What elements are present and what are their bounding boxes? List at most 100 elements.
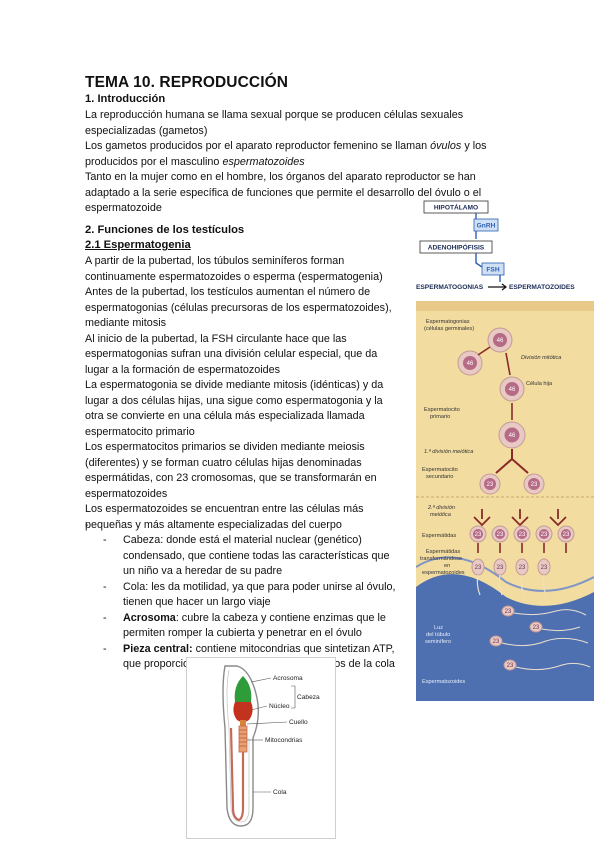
- label-primario: primario: [430, 414, 450, 420]
- list-item-line: Acrosoma: cubre la cabeza y contiene enz…: [123, 611, 403, 627]
- label-transf-3: en: [444, 563, 450, 569]
- chromosome-count: 23: [487, 482, 494, 488]
- cell-transformandose: 23: [493, 558, 507, 596]
- acrosome-shape: [234, 676, 252, 702]
- list-item-line: Cola: les da motilidad, ya que para pode…: [123, 580, 396, 593]
- chromosome-count: 23: [497, 565, 504, 571]
- sperm-parts-list: Cabeza: donde está el material nuclear (…: [103, 533, 403, 673]
- list-item-line: Pieza central: contiene mitocondrias que…: [123, 642, 403, 658]
- text-run-italic: óvulos: [430, 140, 462, 152]
- chromosome-count: 46: [509, 433, 516, 439]
- label-primera-division: 1.ª división meiótica: [424, 448, 473, 455]
- hipotalamo-box: [423, 200, 489, 214]
- tail-shape: [229, 727, 245, 822]
- spermatogenesis-figure: HIPOTÁLAMO GnRH ADENOHIPÓFISIS FSH ESPER…: [416, 197, 594, 715]
- gnrh-box: [473, 218, 499, 232]
- chromosome-count: 23: [475, 532, 482, 538]
- list-item-line: un niño va a heredar de su padre: [123, 565, 283, 577]
- intro-line: producidos por el masculino espermatozoi…: [85, 155, 305, 171]
- chromosome-count: 23: [519, 532, 526, 538]
- cell-espermatogonia: 46: [457, 350, 483, 376]
- cell-espermatocito-secundario: 23: [523, 473, 545, 495]
- sperm-anatomy-figure: Acrosoma Cabeza Núcleo Cuello Mitocondri…: [186, 657, 336, 839]
- body-line: lugar a dos células hijas, una sigue com…: [85, 394, 383, 407]
- body-line: pequeñas y más altamente especializadas …: [85, 518, 342, 531]
- list-item: Cabeza: donde está el material nuclear (…: [103, 533, 403, 580]
- fsh-label: FSH: [486, 267, 499, 274]
- list-item-text: : cubre la cabeza y contiene enzimas que…: [175, 611, 386, 624]
- label-secundario: secundario: [426, 474, 453, 480]
- chromosome-count: 23: [531, 482, 538, 488]
- cell-transformandose: 23: [515, 558, 529, 596]
- cell-espermatida: 23: [557, 525, 575, 543]
- body-line: Antes de la pubertad, los testículos aum…: [85, 286, 371, 298]
- label-cabeza: Cabeza: [297, 694, 320, 701]
- chromosome-count: 23: [497, 532, 504, 538]
- list-item-line: Cabeza: donde está el material nuclear (…: [123, 534, 362, 546]
- label-espermatogonias: Espermatogonias: [426, 319, 470, 325]
- body-line: espermatogonias sufran una división celu…: [85, 348, 378, 360]
- intro-line: Tanto en la mujer como en el hombre, los…: [85, 171, 476, 183]
- espermatozoides-heading: ESPERMATOZOIDES: [509, 284, 575, 291]
- chromosome-count: 23: [519, 565, 526, 571]
- fsh-box: [481, 262, 505, 276]
- chromosome-count: 46: [467, 361, 474, 367]
- list-item-line: permiten romper la cubierta y penetrar e…: [123, 627, 362, 639]
- section-1-heading: 1. Introducción: [85, 93, 166, 105]
- cell-transformandose: 23: [471, 558, 485, 596]
- list-item: Cola: les da motilidad, ya que para pode…: [103, 580, 403, 611]
- bracket-line: [291, 685, 296, 709]
- espermatozoide: 23: [503, 659, 591, 671]
- label-espermatocito: Espermatocito: [424, 407, 460, 413]
- label-segunda-division-b: meiótica: [430, 512, 451, 518]
- intro-line: especializadas (gametos): [85, 124, 208, 137]
- spermatogenesis-diagram: HIPOTÁLAMO GnRH ADENOHIPÓFISIS FSH ESPER…: [416, 200, 594, 701]
- body-line: espermatogonias (células precursoras de …: [85, 301, 392, 314]
- cell-espermatocito-primario: 46: [498, 421, 526, 449]
- membrane-outline: [222, 665, 260, 827]
- label-luz-3: seminífero: [425, 639, 451, 645]
- body-line: Los espermatocitos primarios se dividen …: [85, 441, 365, 453]
- subsection-heading: 2.1 Espermatogenia: [85, 239, 191, 251]
- label-espermatozoides: Espermatozoides: [422, 679, 465, 685]
- section-2-heading: 2. Funciones de los testículos: [85, 224, 245, 236]
- body-line: espermatocito primario: [85, 425, 195, 438]
- espermatozoide: 23: [489, 635, 589, 647]
- list-intro: pequeñas y más altamente especializadas …: [85, 518, 403, 534]
- cell-espermatogonia: 46: [487, 327, 513, 353]
- inner-outline: [226, 669, 250, 823]
- label-division-mitotica: División mitótica: [521, 355, 561, 361]
- hipotalamo-label: HIPOTÁLAMO: [434, 203, 478, 212]
- text-run: y los: [461, 140, 487, 152]
- cell-espermatida: 23: [535, 525, 553, 543]
- arrow-icon: [477, 543, 567, 553]
- cell-hija: 46: [499, 376, 525, 402]
- espermatozoide: 23: [529, 621, 581, 633]
- chromosome-count: 46: [497, 338, 504, 344]
- intro-line: La reproducción humana se llama sexual p…: [85, 109, 464, 121]
- intro-line: espermatozoide: [85, 202, 162, 214]
- sperm-anatomy-diagram: Acrosoma Cabeza Núcleo Cuello Mitocondri…: [222, 665, 320, 827]
- body-line: espermatozoides: [85, 487, 168, 500]
- label-nucleo: Núcleo: [269, 703, 290, 710]
- text-run: producidos por el masculino: [85, 155, 223, 168]
- label-cola: Cola: [273, 789, 287, 796]
- chromosome-count: 23: [563, 532, 570, 538]
- cell-espermatocito-secundario: 23: [479, 473, 501, 495]
- chromosome-count: 23: [541, 532, 548, 538]
- cell-espermatida: 23: [469, 525, 487, 543]
- label-transf-4: espermatozoides: [422, 570, 465, 576]
- cell-espermatida: 23: [513, 525, 531, 543]
- intro-line: adaptado a la serie específica de funcio…: [85, 186, 482, 199]
- label-luz-1: Luz: [434, 625, 443, 631]
- tubule-lumen: [416, 574, 594, 701]
- arrow-right-icon: [488, 283, 507, 291]
- espermatogonias-heading: ESPERMATOGONIAS: [416, 284, 484, 291]
- body-line: lugar a la formación de espermatozoides: [85, 363, 281, 376]
- list-item-bold: Acrosoma: [123, 611, 176, 624]
- neck-shape: [240, 720, 246, 726]
- list-item: Acrosoma: cubre la cabeza y contiene enz…: [103, 611, 403, 642]
- label-mitocondrias: Mitocondrias: [265, 737, 303, 744]
- label-celula-hija: Célula hija: [526, 381, 553, 387]
